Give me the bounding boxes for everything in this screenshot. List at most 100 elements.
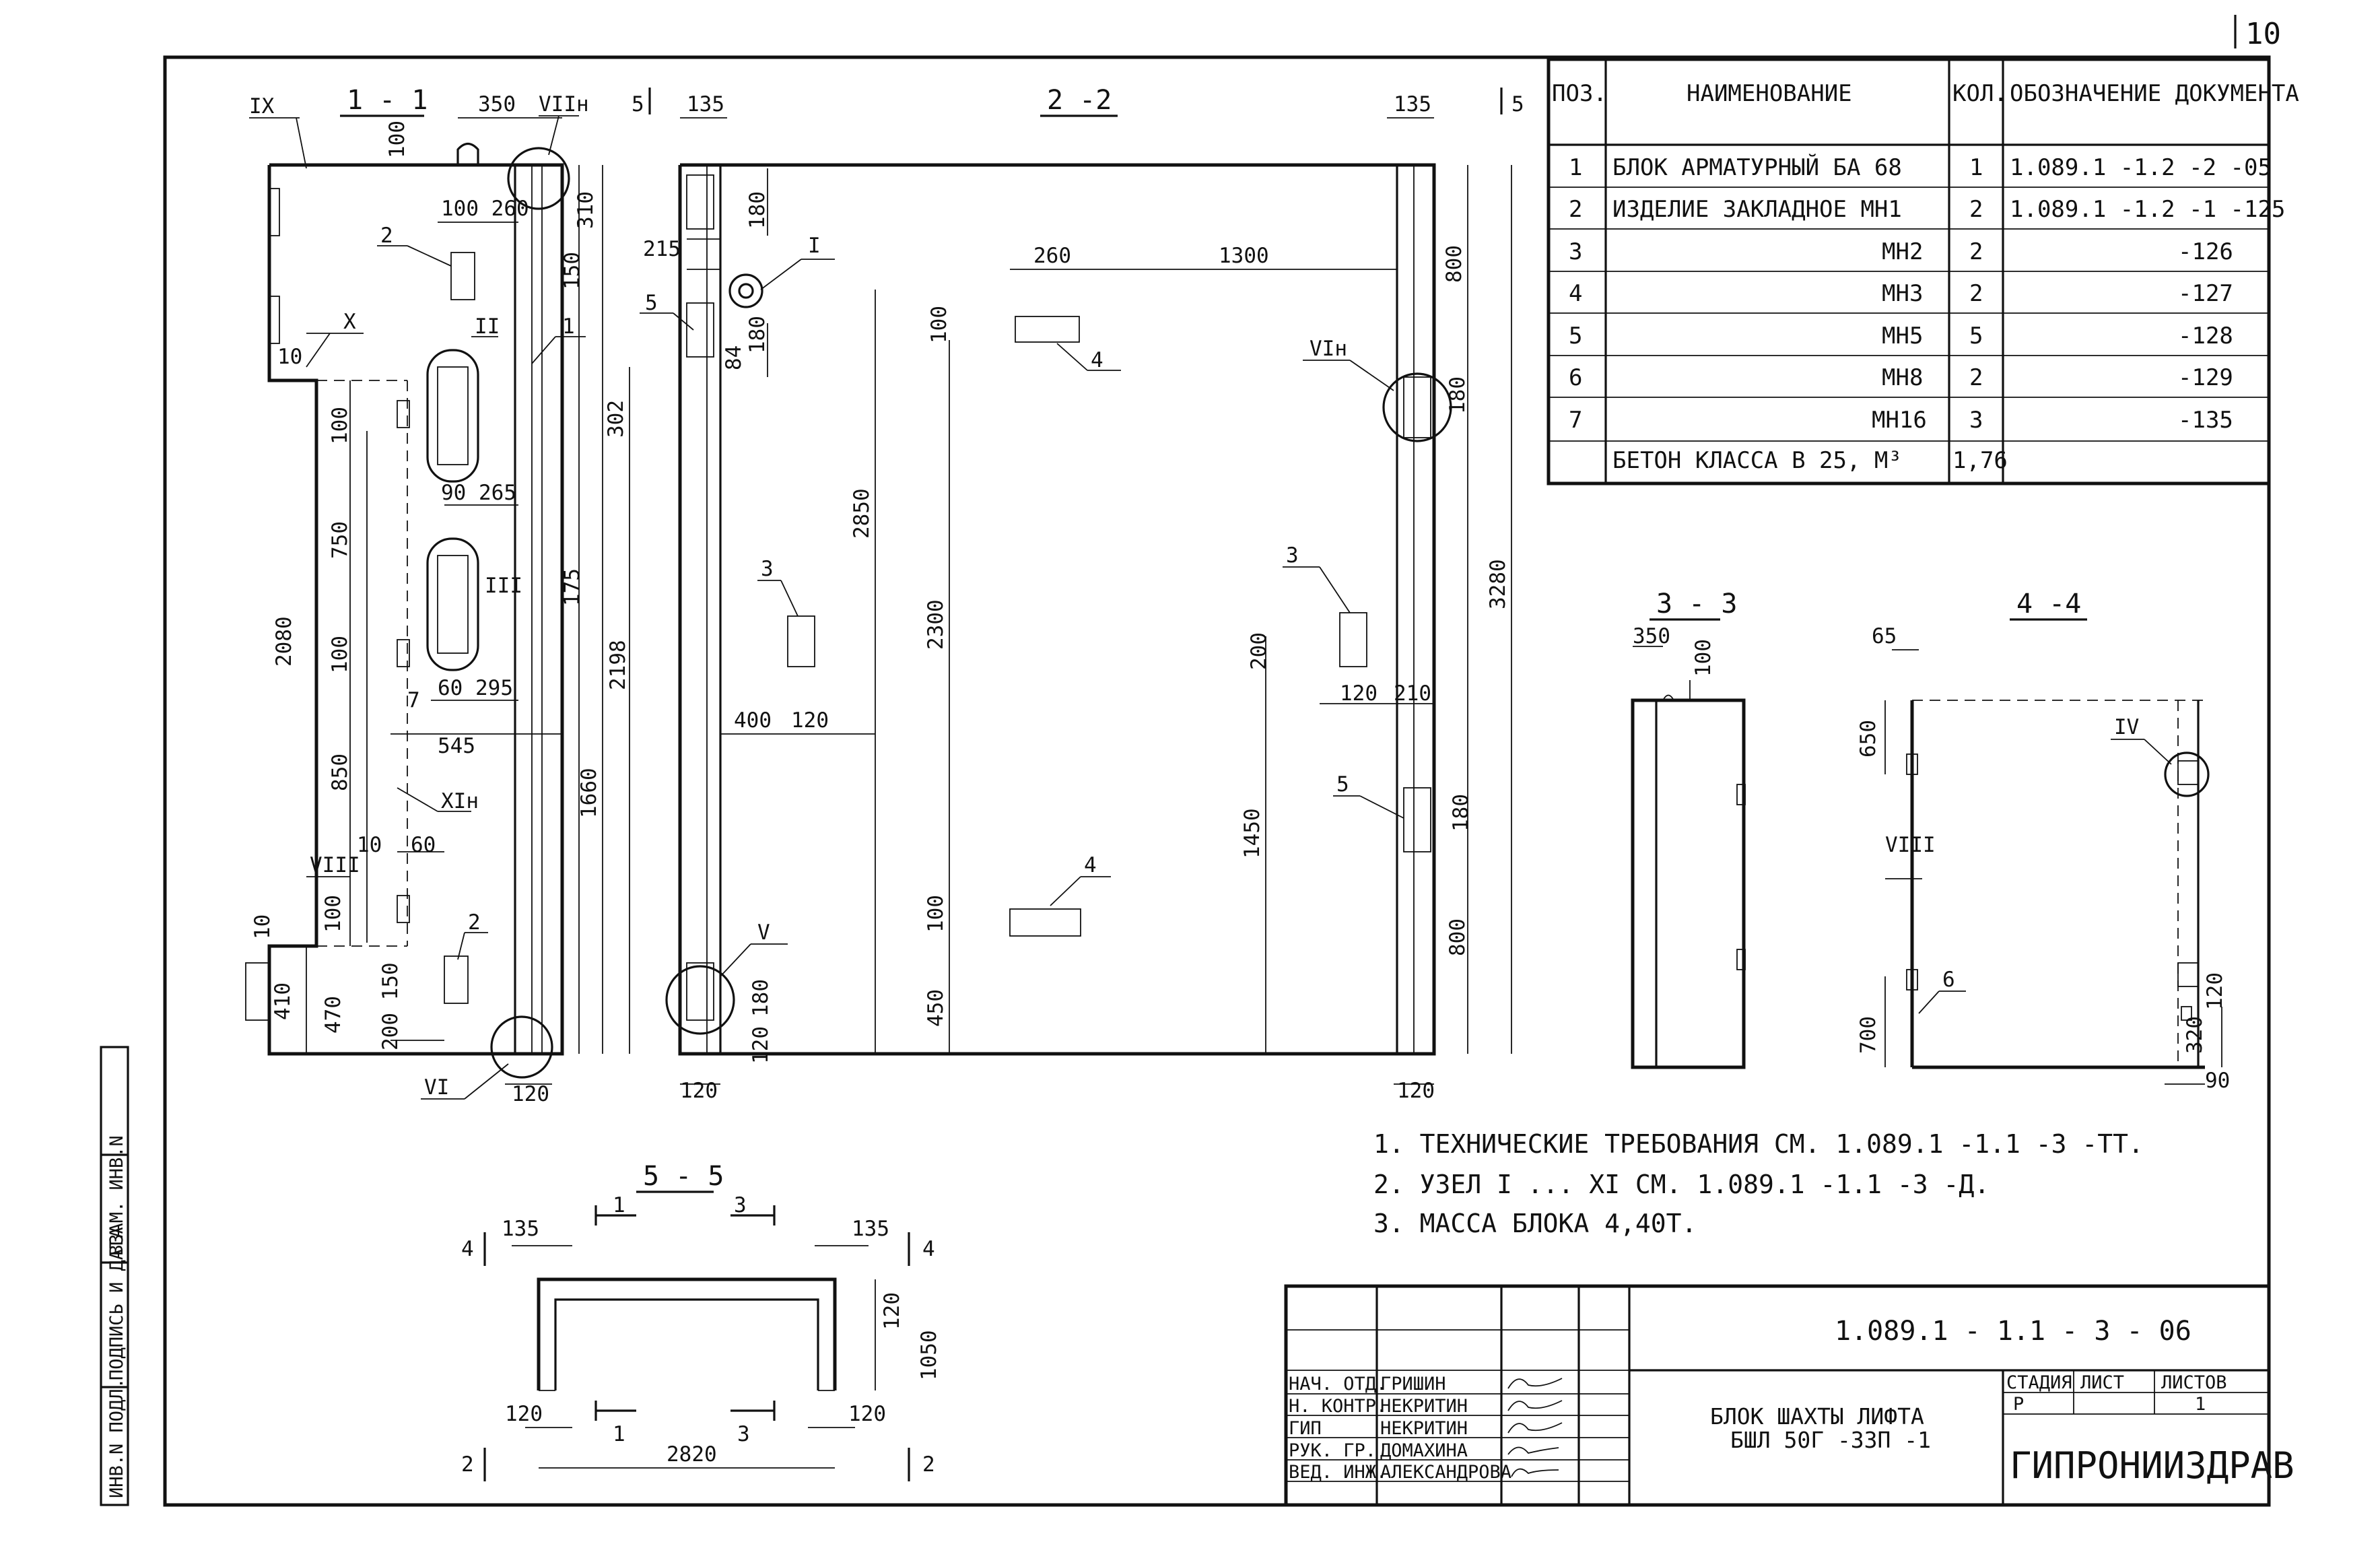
section-label-1-1: 1 - 1 [347, 85, 428, 116]
table-row: 4 МН3 2 -127 [1569, 280, 2233, 307]
section-1-1: 1 - 1 [245, 85, 651, 1106]
stamp-signature-date: ПОДПИСЬ И ДАТА [106, 1227, 127, 1380]
dim-175: 175 [560, 568, 584, 606]
dim-2080: 2080 [272, 616, 296, 667]
pos-marker-5b: 5 [1336, 772, 1349, 797]
table-row: БЕТОН КЛАССА В 25, М³ 1,76 [1612, 447, 2008, 474]
dim-120b: 120 [1340, 681, 1378, 706]
sheet-label: ЛИСТ [2080, 1372, 2124, 1393]
dim-120e: 120 [1397, 1079, 1435, 1103]
dim-55-120c: 120 [848, 1402, 886, 1426]
svg-text:-127: -127 [2178, 280, 2233, 307]
svg-text:РУК. ГР.: РУК. ГР. [1289, 1440, 1376, 1461]
node-I: I [808, 234, 821, 258]
stamp-vzam-inv: ВЗАМ. ИНВ.N [106, 1135, 127, 1256]
stage-label: СТАДИЯ [2006, 1372, 2072, 1393]
svg-text:ВЕД. ИНЖ.: ВЕД. ИНЖ. [1289, 1462, 1387, 1483]
cut-4-right: 4 [922, 1237, 935, 1261]
th-pos: ПОЗ. [1552, 80, 1607, 107]
svg-text:Н. КОНТР.: Н. КОНТР. [1289, 1396, 1387, 1417]
cut-1-top: 1 [613, 1193, 625, 1217]
svg-text:1: 1 [1569, 154, 1582, 181]
dim-3280: 3280 [1486, 559, 1510, 609]
svg-text:5: 5 [1569, 323, 1582, 349]
cut-5-right: 5 [1511, 92, 1524, 116]
dim-1660: 1660 [577, 768, 601, 818]
dim-260: 260 [1033, 244, 1071, 268]
signature-row: ГИП НЕКРИТИН [1289, 1418, 1563, 1439]
svg-text:1.089.1 -1.2 -2 -05: 1.089.1 -1.2 -2 -05 [2010, 154, 2272, 181]
dim-100a: 100 [385, 121, 409, 158]
spec-table: ПОЗ. НАИМЕНОВАНИЕ КОЛ. ОБОЗНАЧЕНИЕ ДОКУМ… [1546, 57, 2299, 485]
cut-2-left: 2 [461, 1452, 474, 1477]
dim-33-350: 350 [1633, 624, 1670, 648]
side-stamp: ИНВ.N ПОДЛ. ПОДПИСЬ И ДАТА ВЗАМ. ИНВ.N [100, 1046, 129, 1506]
drawing-title-2: БШЛ 50Г -33П -1 [1730, 1427, 1931, 1453]
svg-text:БЛОК АРМАТУРНЫЙ БА 68: БЛОК АРМАТУРНЫЙ БА 68 [1612, 154, 1902, 181]
dim-55-120a: 120 [880, 1292, 904, 1330]
svg-text:ИЗДЕЛИЕ ЗАКЛАДНОЕ МН1: ИЗДЕЛИЕ ЗАКЛАДНОЕ МН1 [1612, 196, 1902, 223]
dim-100a: 100 [927, 306, 951, 343]
dim-7: 7 [407, 688, 420, 712]
signature-row: РУК. ГР. ДОМАХИНА [1289, 1440, 1559, 1461]
node-X: X [343, 310, 356, 334]
dim-10b: 10 [357, 833, 382, 857]
dim-44-90: 90 [2205, 1069, 2230, 1093]
svg-text:2: 2 [1969, 196, 1983, 223]
pos-marker-4b: 4 [1084, 853, 1097, 877]
node-IX: IX [249, 94, 275, 119]
svg-text:5: 5 [1969, 323, 1983, 349]
signature-row: Н. КОНТР. НЕКРИТИН [1289, 1396, 1563, 1417]
dim-120: 120 [512, 1082, 549, 1106]
svg-text:НЕКРИТИН: НЕКРИТИН [1380, 1418, 1468, 1439]
node-V: V [757, 920, 770, 945]
dim-55-135a: 135 [502, 1217, 539, 1241]
pos-marker-4a: 4 [1091, 348, 1103, 372]
dim-120d: 120 [680, 1079, 718, 1103]
svg-text:-135: -135 [2178, 407, 2233, 434]
dim-750: 750 [328, 521, 352, 559]
section-label-2-2: 2 -2 [1047, 85, 1112, 116]
dim-180c: 180 [1446, 376, 1470, 414]
dim-2198: 2198 [606, 640, 630, 690]
dim-44-650: 650 [1856, 720, 1880, 758]
svg-text:БЕТОН КЛАССА В 25, М³: БЕТОН КЛАССА В 25, М³ [1612, 447, 1902, 474]
dim-2300: 2300 [924, 599, 948, 650]
signature-row: НАЧ. ОТД. ГРИШИН [1289, 1374, 1563, 1395]
svg-text:7: 7 [1569, 407, 1582, 434]
node-VIII-44: VIII [1885, 833, 1936, 857]
table-row: 2 ИЗДЕЛИЕ ЗАКЛАДНОЕ МН1 2 1.089.1 -1.2 -… [1569, 196, 2285, 223]
title-block: 1.089.1 - 1.1 - 3 - 06 БЛОК ШАХТЫ ЛИФТА … [1284, 1284, 2294, 1507]
dim-44-700: 700 [1856, 1016, 1880, 1054]
note-1: 1. ТЕХНИЧЕСКИЕ ТРЕБОВАНИЯ СМ. 1.089.1 -1… [1373, 1129, 2144, 1159]
section-label-3-3: 3 - 3 [1656, 589, 1737, 619]
dim-470: 470 [321, 996, 345, 1034]
node-II: II [475, 314, 500, 339]
svg-text:ГИП: ГИП [1289, 1418, 1322, 1439]
dim-84: 84 [722, 345, 746, 370]
cut-2-right: 2 [922, 1452, 935, 1477]
note-3: 3. МАССА БЛОКА 4,40Т. [1373, 1209, 1697, 1238]
pos-marker-3a: 3 [761, 557, 774, 581]
cut-1-bottom: 1 [613, 1422, 625, 1446]
drawing-frame [163, 55, 2271, 1507]
table-row: 7 МН16 3 -135 [1569, 407, 2233, 434]
svg-text:2: 2 [1969, 364, 1983, 391]
dim-800b: 800 [1446, 918, 1470, 956]
svg-text:МН2: МН2 [1882, 238, 1923, 265]
th-doc: ОБОЗНАЧЕНИЕ ДОКУМЕНТА [2010, 80, 2299, 107]
svg-text:МН5: МН5 [1882, 323, 1923, 349]
stamp-inv-podl: ИНВ.N ПОДЛ. [106, 1378, 127, 1498]
svg-text:-128: -128 [2178, 323, 2233, 349]
pos-marker-2a: 2 [380, 224, 393, 248]
svg-text:3: 3 [1569, 238, 1582, 265]
signature-row: ВЕД. ИНЖ. АЛЕКСАНДРОВА [1289, 1462, 1559, 1483]
dim-120a: 120 [791, 708, 829, 733]
svg-text:МН16: МН16 [1872, 407, 1927, 434]
pos-marker-2b: 2 [468, 910, 481, 935]
table-row: 3 МН2 2 -126 [1569, 238, 2233, 265]
dim-10c: 10 [250, 914, 275, 939]
dim-1450: 1450 [1240, 808, 1264, 859]
dim-44-65: 65 [1872, 624, 1897, 648]
dim-10a: 10 [277, 345, 302, 369]
